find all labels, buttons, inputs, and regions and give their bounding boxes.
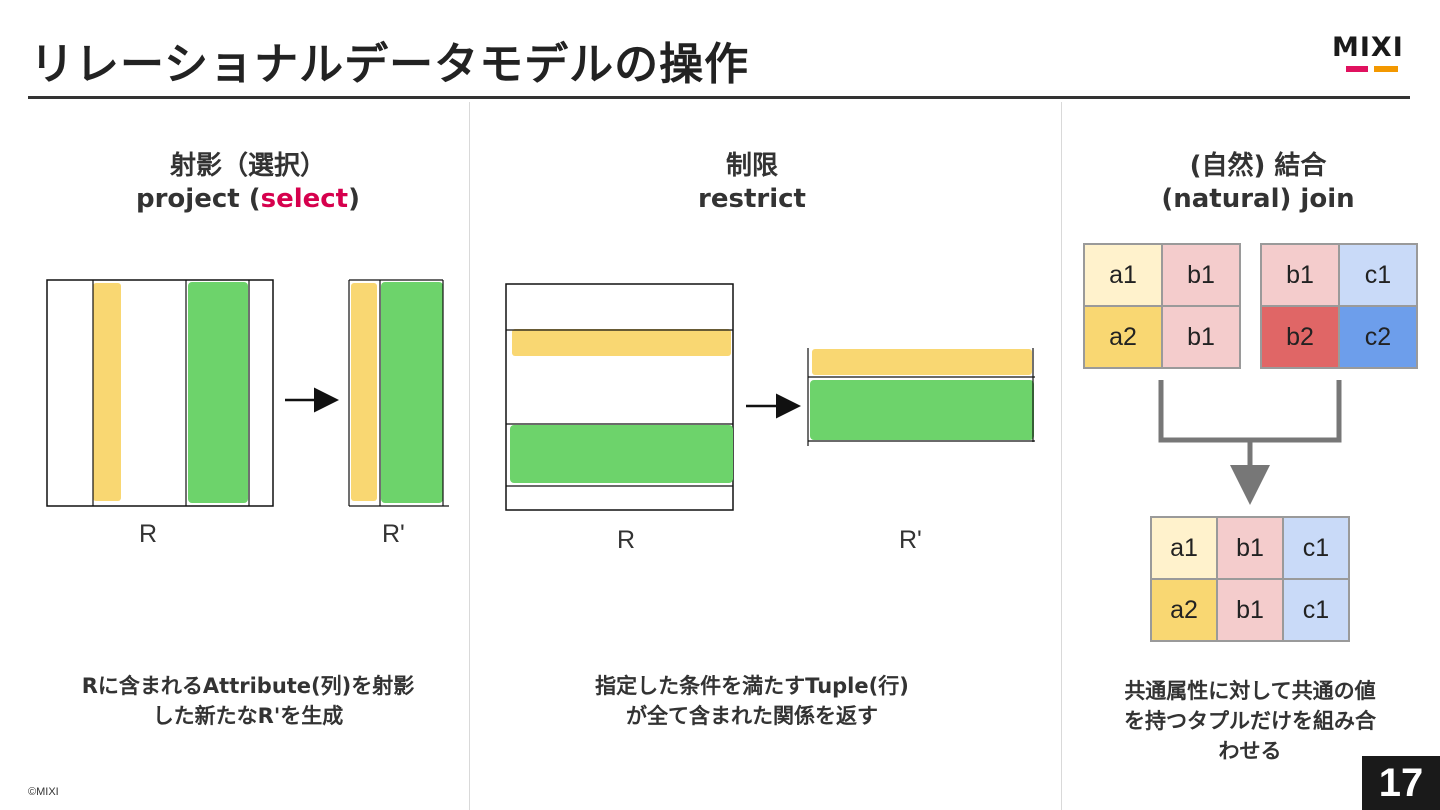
mixi-logo: MIXI — [1332, 32, 1410, 76]
project-description-line: した新たなR'を生成 — [152, 704, 344, 728]
restrict-label-r: R — [617, 526, 636, 554]
restrict-description-line: 指定した条件を満たすTuple(行) — [595, 674, 909, 698]
join-cell: c1 — [1282, 578, 1350, 642]
join-cell: c1 — [1282, 516, 1350, 580]
project-heading-jp: 射影（選択） — [169, 151, 326, 181]
restrict-heading: 制限 restrict — [552, 150, 952, 216]
restrict-heading-jp: 制限 — [725, 151, 778, 181]
join-description: 共通属性に対して共通の値 を持つタプルだけを組み合 わせる — [1080, 676, 1420, 766]
project-heading: 射影（選択） project (select) — [40, 150, 456, 216]
join-description-line: わせる — [1218, 739, 1282, 763]
logo-bar-orange — [1374, 66, 1398, 72]
project-highlight-green-column — [188, 282, 248, 503]
join-cell: c1 — [1338, 243, 1418, 307]
join-description-line: を持つタプルだけを組み合 — [1124, 709, 1376, 733]
join-cell: b1 — [1216, 578, 1284, 642]
project-highlight-yellow-column — [93, 283, 121, 501]
project-highlight-yellow-column-result — [351, 283, 377, 501]
project-heading-en: project (select) — [40, 183, 456, 216]
restrict-heading-en: restrict — [698, 184, 806, 214]
join-description-line: 共通属性に対して共通の値 — [1124, 679, 1376, 703]
project-heading-accent: select — [260, 184, 349, 214]
title-underline — [28, 96, 1410, 99]
column-divider — [1061, 102, 1062, 810]
join-cell: b1 — [1260, 243, 1340, 307]
project-relation-r — [46, 279, 274, 507]
page-number: 17 — [1362, 756, 1440, 810]
join-bracket — [1158, 380, 1342, 443]
logo-text: MIXI — [1332, 32, 1404, 63]
join-cell: a1 — [1083, 243, 1163, 307]
project-description: Rに含まれるAttribute(列)を射影 した新たなR'を生成 — [30, 671, 466, 731]
restrict-description-line: が全て含まれた関係を返す — [626, 704, 878, 728]
project-heading-en-a: project ( — [135, 184, 261, 214]
join-cell: a1 — [1150, 516, 1218, 580]
restrict-highlight-green-row-result — [810, 380, 1034, 440]
restrict-label-r-prime: R' — [899, 526, 922, 554]
join-heading-en: (natural) join — [1161, 184, 1355, 214]
join-heading-jp: (自然) 結合 — [1189, 151, 1327, 181]
restrict-highlight-yellow-row-result — [812, 349, 1032, 375]
page-title: リレーショナルデータモデルの操作 — [30, 39, 750, 90]
restrict-highlight-green-row — [510, 425, 733, 483]
copyright: ©MIXI — [28, 786, 59, 798]
join-cell: c2 — [1338, 305, 1418, 369]
project-description-line: Rに含まれるAttribute(列)を射影 — [81, 674, 415, 698]
join-cell: a2 — [1083, 305, 1163, 369]
join-cell: b2 — [1260, 305, 1340, 369]
restrict-highlight-yellow-row — [512, 329, 731, 356]
restrict-relation-r — [505, 283, 734, 511]
project-label-r-prime: R' — [382, 520, 405, 548]
column-divider — [469, 102, 470, 810]
restrict-description: 指定した条件を満たすTuple(行) が全て含まれた関係を返す — [552, 671, 952, 731]
project-heading-en-b: ) — [348, 184, 360, 214]
logo-bar-pink — [1346, 66, 1368, 72]
join-cell: a2 — [1150, 578, 1218, 642]
join-cell: b1 — [1216, 516, 1284, 580]
join-cell: b1 — [1161, 243, 1241, 307]
join-heading: (自然) 結合 (natural) join — [1058, 150, 1440, 216]
project-label-r: R — [139, 520, 158, 548]
project-highlight-green-column-result — [381, 282, 443, 503]
join-cell: b1 — [1161, 305, 1241, 369]
